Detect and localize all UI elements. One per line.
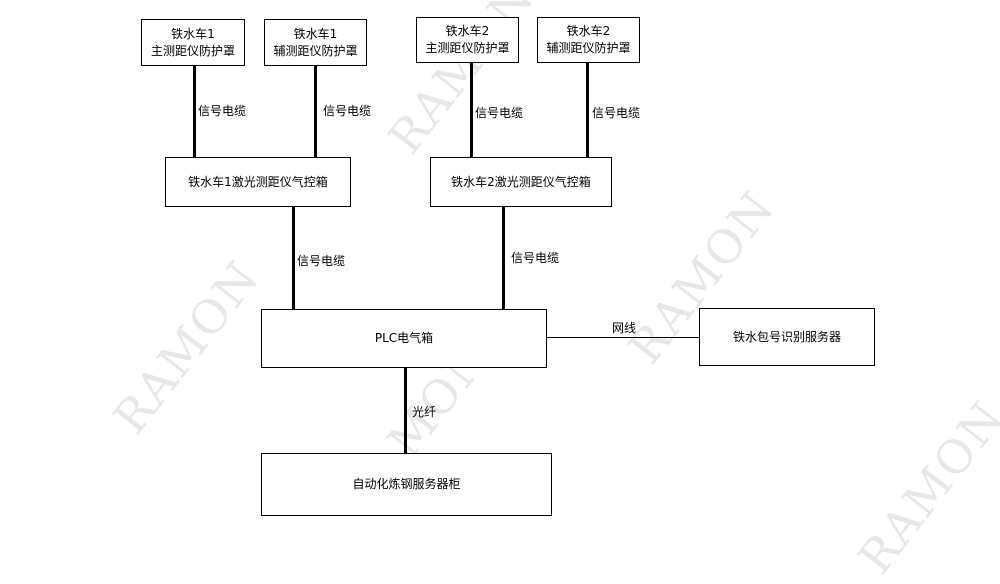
ladle-id-server: 铁水包号识别服务器 [699,308,875,366]
car1-main-line1: 铁水车1 [171,26,215,41]
connector-car1-ctrl-plc [292,206,295,310]
car2-main-line2: 主测距仪防护罩 [425,41,510,55]
steelmaking-server-cabinet: 自动化炼钢服务器柜 [261,453,552,516]
connector-plc-server [546,337,700,338]
label-fiber: 光纤 [412,405,437,419]
label-signal-cable-car1-plc: 信号电缆 [297,254,346,268]
car2-main-rangefinder-cover: 铁水车2 主测距仪防护罩 [416,17,519,63]
label-signal-cable-car2-plc: 信号电缆 [511,251,560,265]
car2-main-line1: 铁水车2 [445,24,490,38]
system-diagram: RAMON RAMON RAMON RAMON RAMON 铁水车1 主测距仪防… [102,0,1000,584]
connector-car2-main [470,63,473,157]
connector-car1-main [193,66,196,157]
label-signal-cable-car2-main: 信号电缆 [475,106,524,120]
connector-car2-ctrl-plc [502,206,505,310]
car2-control-box: 铁水车2激光测距仪气控箱 [430,157,612,207]
plc-electrical-box: PLC电气箱 [261,309,547,368]
connector-car1-aux [314,66,317,157]
car2-aux-line1: 铁水车2 [566,24,611,38]
car1-control-box: 铁水车1激光测距仪气控箱 [165,157,351,207]
label-signal-cable-car1-aux: 信号电缆 [323,104,372,118]
connector-plc-cabinet [404,367,407,454]
car2-aux-rangefinder-cover: 铁水车2 辅测距仪防护罩 [537,17,640,63]
car1-main-line2: 主测距仪防护罩 [150,43,235,58]
watermark: RAMON [102,250,271,444]
label-signal-cable-car1-main: 信号电缆 [198,104,247,118]
label-network-cable: 网线 [612,321,637,335]
label-signal-cable-car2-aux: 信号电缆 [592,106,641,120]
car2-aux-line2: 辅测距仪防护罩 [546,41,631,55]
connector-car2-aux [586,63,589,157]
car1-aux-line1: 铁水车1 [293,26,338,41]
car1-main-rangefinder-cover: 铁水车1 主测距仪防护罩 [141,19,245,66]
car1-aux-line2: 辅测距仪防护罩 [273,43,358,58]
car1-aux-rangefinder-cover: 铁水车1 辅测距仪防护罩 [264,19,367,66]
watermark: RAMON [847,390,1000,584]
